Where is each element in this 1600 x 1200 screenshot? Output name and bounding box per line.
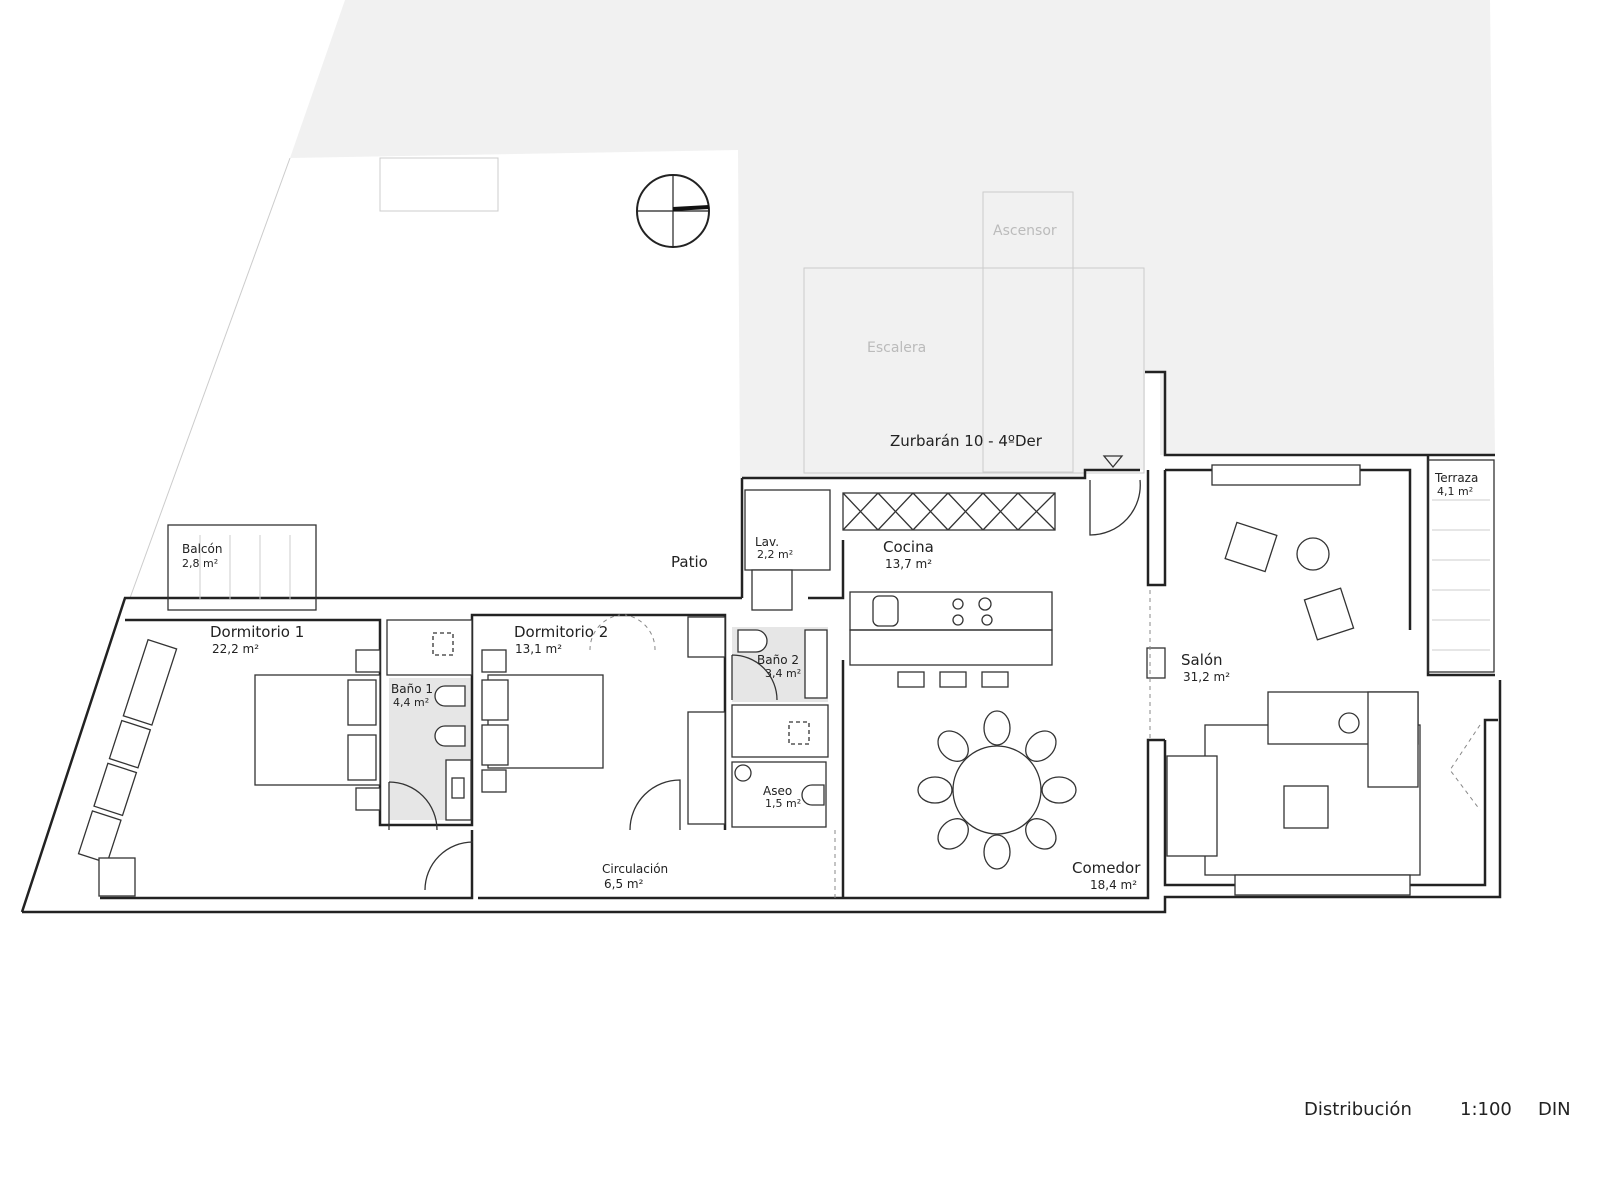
dining-table <box>917 710 1077 870</box>
sheet-size: DIN <box>1538 1099 1571 1120</box>
room-balcon-area: 2,8 m² <box>182 557 218 570</box>
room-comedor-area: 18,4 m² <box>1090 878 1137 892</box>
room-balcon-name: Balcón <box>182 542 222 556</box>
room-dormitorio2-area: 13,1 m² <box>515 642 562 656</box>
room-aseo-name: Aseo <box>763 784 792 798</box>
drawing-scale: 1:100 <box>1460 1099 1512 1120</box>
room-dormitorio1-name: Dormitorio 1 <box>210 623 304 641</box>
room-lav-name: Lav. <box>755 535 779 549</box>
terrace <box>1427 459 1495 673</box>
room-aseo-area: 1,5 m² <box>765 797 801 810</box>
address-label: Zurbarán 10 - 4ºDer <box>890 432 1043 450</box>
skylight <box>379 157 499 212</box>
dining-chair <box>983 834 1011 870</box>
lift-outline <box>982 191 1074 473</box>
room-cocina-area: 13,7 m² <box>885 557 932 571</box>
stair-outline <box>803 267 1145 474</box>
patio-area <box>130 150 740 598</box>
room-salon-area: 31,2 m² <box>1183 670 1230 684</box>
room-cocina-name: Cocina <box>883 538 934 556</box>
room-dormitorio1-area: 22,2 m² <box>212 642 259 656</box>
room-circulacion-name: Circulación <box>602 862 668 876</box>
kitchen-cabinets <box>842 492 1056 531</box>
compass-icon <box>636 174 710 248</box>
room-terraza-name: Terraza <box>1434 471 1478 485</box>
entrance-marker-icon <box>1102 455 1124 469</box>
room-dormitorio2-name: Dormitorio 2 <box>514 623 608 641</box>
dining-chair <box>983 710 1011 746</box>
room-salon-name: Salón <box>1181 651 1223 669</box>
dining-chair <box>1025 730 1057 762</box>
dining-chair <box>937 818 969 850</box>
room-terraza-area: 4,1 m² <box>1437 485 1473 498</box>
room-circulacion-area: 6,5 m² <box>604 877 644 891</box>
room-lav-area: 2,2 m² <box>757 548 793 561</box>
dining-chair <box>937 730 969 762</box>
room-comedor-name: Comedor <box>1072 859 1141 877</box>
stair-label: Escalera <box>867 340 926 356</box>
dining-chair <box>1041 776 1077 804</box>
drawing-title: Distribución <box>1304 1099 1412 1120</box>
dining-chair <box>1025 818 1057 850</box>
balcony <box>167 524 317 611</box>
room-bano1-area: 4,4 m² <box>393 696 429 709</box>
exterior-walls <box>20 370 1502 914</box>
kitchen-counter <box>849 591 1053 631</box>
room-bano1-name: Baño 1 <box>391 682 433 696</box>
lift-label: Ascensor <box>993 223 1057 239</box>
room-bano2-area: 3,4 m² <box>765 667 801 680</box>
patio-label: Patio <box>671 553 708 571</box>
dining-chair <box>917 776 953 804</box>
room-bano2-name: Baño 2 <box>757 653 799 667</box>
